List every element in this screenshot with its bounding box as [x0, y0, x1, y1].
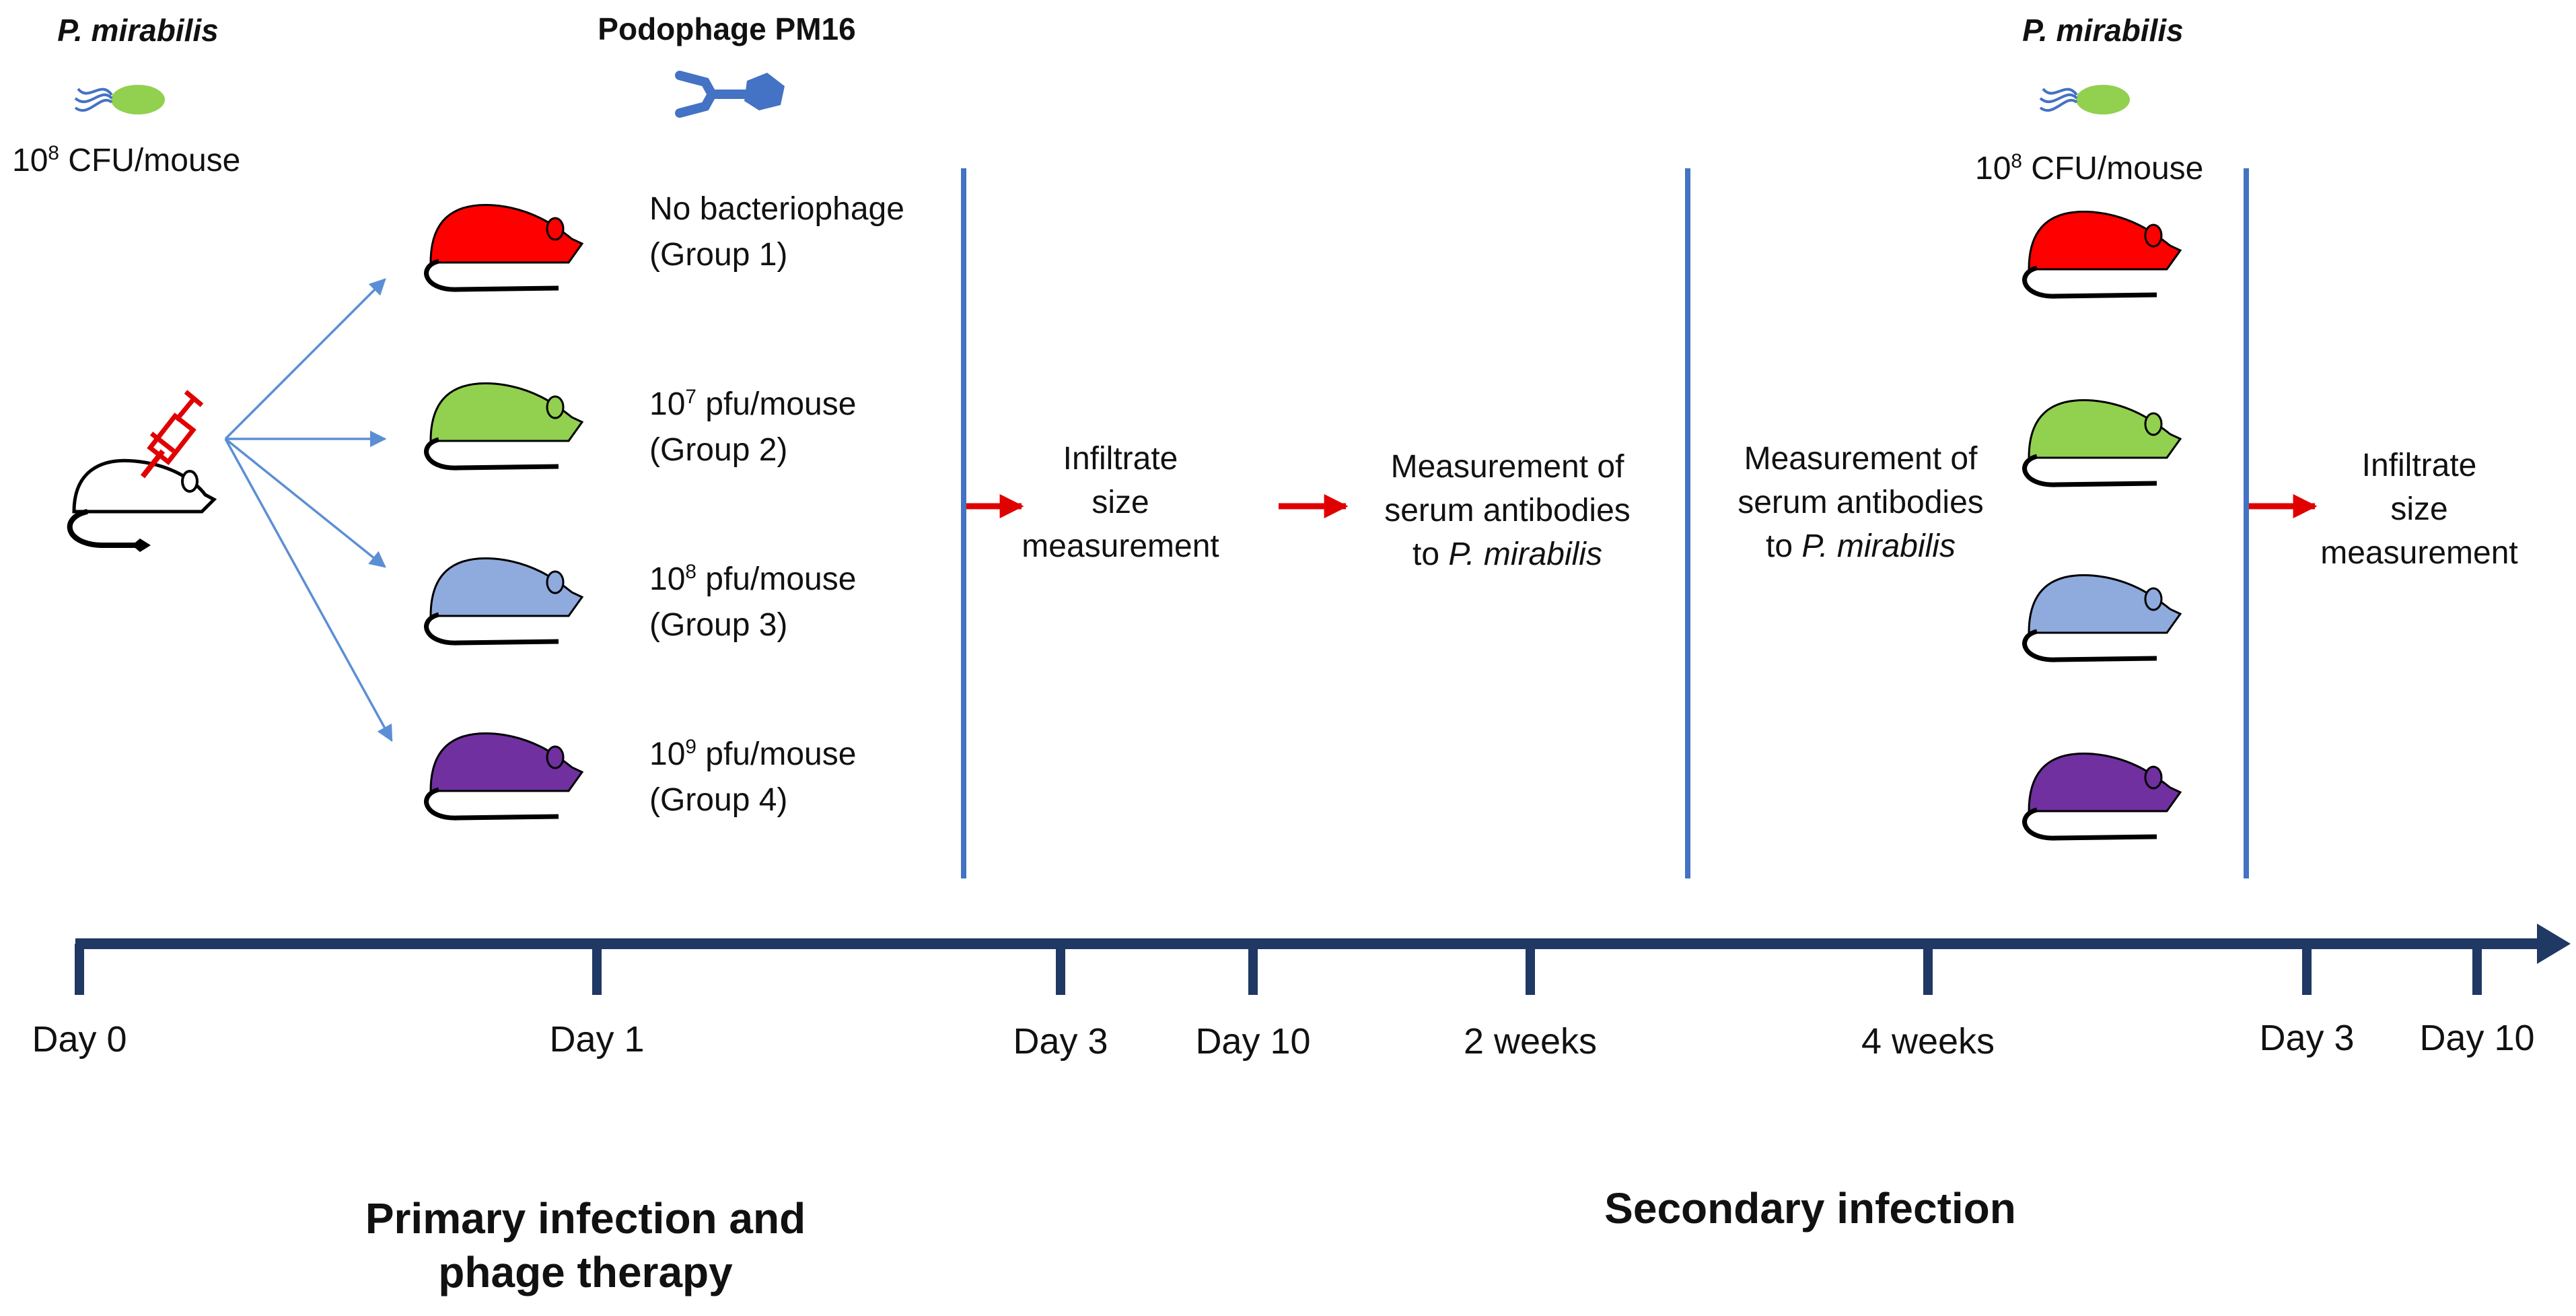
group-1-treatment: No bacteriophage [649, 191, 904, 227]
timeline-arrowhead [2537, 924, 2571, 964]
phage-label: Podophage PM16 [598, 11, 856, 46]
bacterium-icon-secondary [2039, 85, 2130, 114]
bacterium-label: P. mirabilis [57, 13, 219, 48]
tick-label-day3-secondary: Day 3 [2259, 1018, 2355, 1058]
syringe-icon [140, 390, 204, 479]
step-infiltrate-size-1: Infiltrate size measurement [1022, 441, 1219, 564]
phage-icon [675, 71, 785, 118]
step-infiltrate-size-2: Infiltrate size measurement [2320, 448, 2518, 571]
phase-primary-label: Primary infection and phage therapy [365, 1194, 806, 1296]
secondary-mouse-red [2022, 210, 2182, 299]
step-serum-antibodies-2: Measurement of serum antibodies to P. mi… [1738, 441, 1984, 564]
group-2-treatment: 107 pfu/mouse [649, 386, 857, 422]
tick-label-day1: Day 1 [549, 1019, 645, 1060]
group-3-treatment: 108 pfu/mouse [649, 561, 857, 597]
tick-label-day3: Day 3 [1013, 1021, 1108, 1062]
mouse-group-4 [424, 732, 583, 821]
tick-label-day10-secondary: Day 10 [2419, 1018, 2535, 1058]
bacterium-icon [74, 85, 165, 114]
mouse-group-2 [424, 382, 583, 471]
secondary-mouse-purple [2022, 752, 2182, 841]
group-4-label: (Group 4) [649, 782, 788, 818]
step-serum-antibodies-1: Measurement of serum antibodies to P. mi… [1384, 449, 1631, 572]
injected-mouse-icon [67, 390, 217, 552]
tick-label-day10: Day 10 [1195, 1021, 1311, 1062]
secondary-mouse-green [2022, 399, 2182, 487]
tick-label-day0: Day 0 [32, 1019, 127, 1060]
bacterium-dose: 108 CFU/mouse [12, 142, 241, 178]
secondary-bacterium-dose: 108 CFU/mouse [1975, 150, 2204, 186]
group-3-label: (Group 3) [649, 607, 788, 643]
mouse-group-1 [424, 203, 583, 292]
mouse-group-3 [424, 557, 583, 646]
group-2-label: (Group 2) [649, 432, 788, 468]
fan-arrows [224, 278, 393, 742]
group-1-label: (Group 1) [649, 237, 788, 273]
group-4-treatment: 109 pfu/mouse [649, 736, 857, 772]
tick-label-4weeks: 4 weeks [1861, 1021, 1995, 1062]
tick-label-2weeks: 2 weeks [1463, 1021, 1598, 1062]
secondary-bacterium-label: P. mirabilis [2022, 13, 2184, 48]
phase-secondary-label: Secondary infection [1604, 1184, 2016, 1233]
secondary-mouse-blue [2022, 574, 2182, 662]
timeline-ticks [75, 944, 2482, 995]
